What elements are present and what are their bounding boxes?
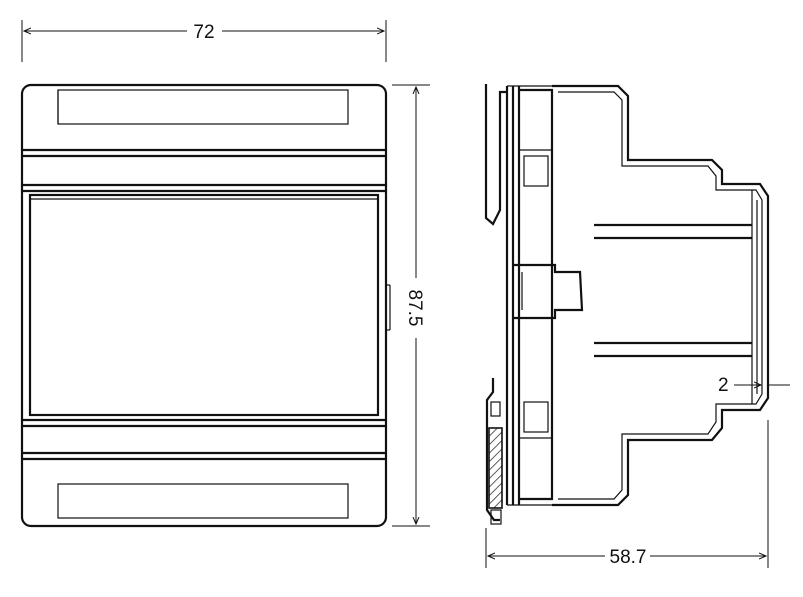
top-label-window <box>57 89 349 125</box>
front-outline <box>20 83 388 528</box>
latch-hatch <box>488 427 503 509</box>
din-clip-bottom <box>485 378 500 522</box>
offset-dimension: 2 <box>718 375 790 396</box>
depth-label: 58.7 <box>610 547 647 568</box>
height-label: 87.5 <box>404 290 425 327</box>
side-view <box>484 84 770 525</box>
front-panel <box>28 193 380 417</box>
front-view <box>20 83 391 528</box>
height-dimension: 87.5 <box>392 84 430 527</box>
offset-label: 2 <box>718 375 729 396</box>
side-base-block <box>519 88 554 501</box>
center-clip <box>514 263 584 320</box>
side-body-outline <box>552 84 770 507</box>
bottom-label-window <box>57 483 349 519</box>
width-label: 72 <box>193 22 214 43</box>
width-dimension: 72 <box>21 20 387 62</box>
depth-dimension: 58.7 <box>485 420 769 568</box>
din-clip-top <box>484 84 507 226</box>
